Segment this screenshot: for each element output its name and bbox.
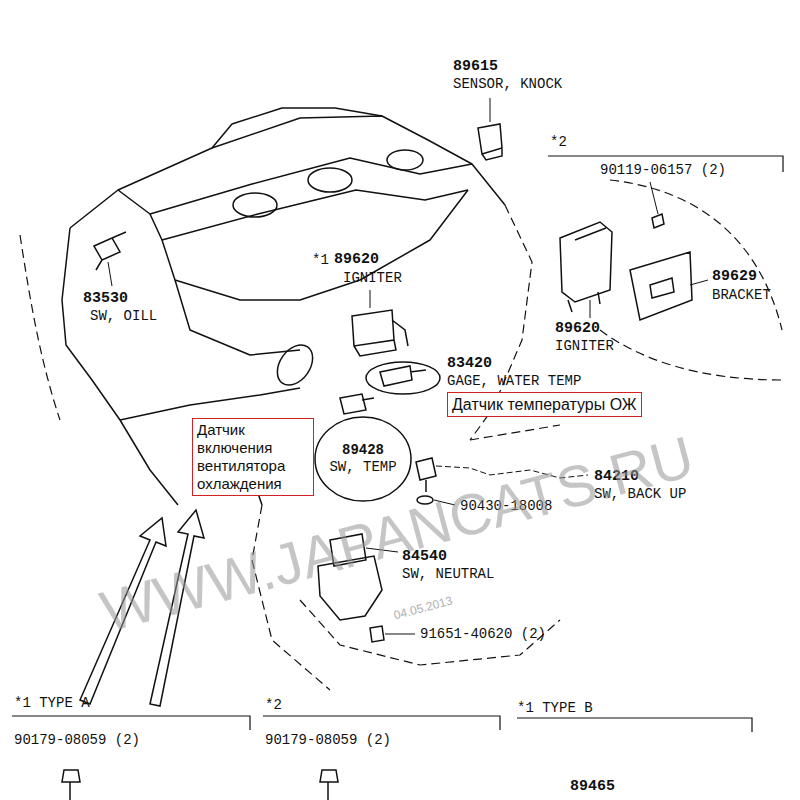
part-name: SW, TEMP <box>329 459 396 476</box>
part-name: GAGE, WATER TEMP <box>447 373 581 390</box>
circle-outline <box>315 417 411 501</box>
engine-outline <box>62 108 505 505</box>
callout-number: 89428 <box>342 442 384 459</box>
note-text: Датчик включения вентилятора охлаждения <box>197 421 309 493</box>
hidden-outline <box>20 180 782 690</box>
callout-number: 89620 <box>334 251 379 268</box>
callout-number: 89620 <box>555 320 600 337</box>
part-name: SW, NEUTRAL <box>402 566 494 583</box>
callout-number: 89615 <box>453 58 498 75</box>
date-stamp: 04.05.2013 <box>392 592 454 624</box>
part-name: SW, OILL <box>90 308 157 325</box>
part-name: *1 TYPE A <box>14 695 90 712</box>
callout-number: 89629 <box>712 268 757 285</box>
callout-number: 89465 <box>570 778 615 795</box>
part-name: IGNITER <box>555 338 614 355</box>
part-name: 91651-40620 (2) <box>420 626 546 643</box>
note-box: Датчик включения вентилятора охлаждения <box>192 418 314 496</box>
part-name: IGNITER <box>343 270 402 287</box>
sensor-circle: 89428SW, TEMP <box>314 416 412 502</box>
part-name: *2 <box>550 134 567 151</box>
brackets <box>12 156 783 732</box>
part-name: 90119-06157 (2) <box>600 162 726 179</box>
part-name: *1 <box>312 252 329 269</box>
callout-number: 83420 <box>447 355 492 372</box>
note-text: Датчик температуры ОЖ <box>452 395 637 414</box>
callout-number: 83530 <box>83 290 128 307</box>
part-name: 90179-08059 (2) <box>14 732 140 749</box>
part-name: *2 <box>265 697 282 714</box>
part-name: 90179-08059 (2) <box>265 732 391 749</box>
part-name: *1 TYPE B <box>517 700 593 717</box>
note-box: Датчик температуры ОЖ <box>447 392 642 417</box>
part-name: SENSOR, KNOCK <box>453 76 562 93</box>
part-name: BRACKET <box>712 287 771 304</box>
